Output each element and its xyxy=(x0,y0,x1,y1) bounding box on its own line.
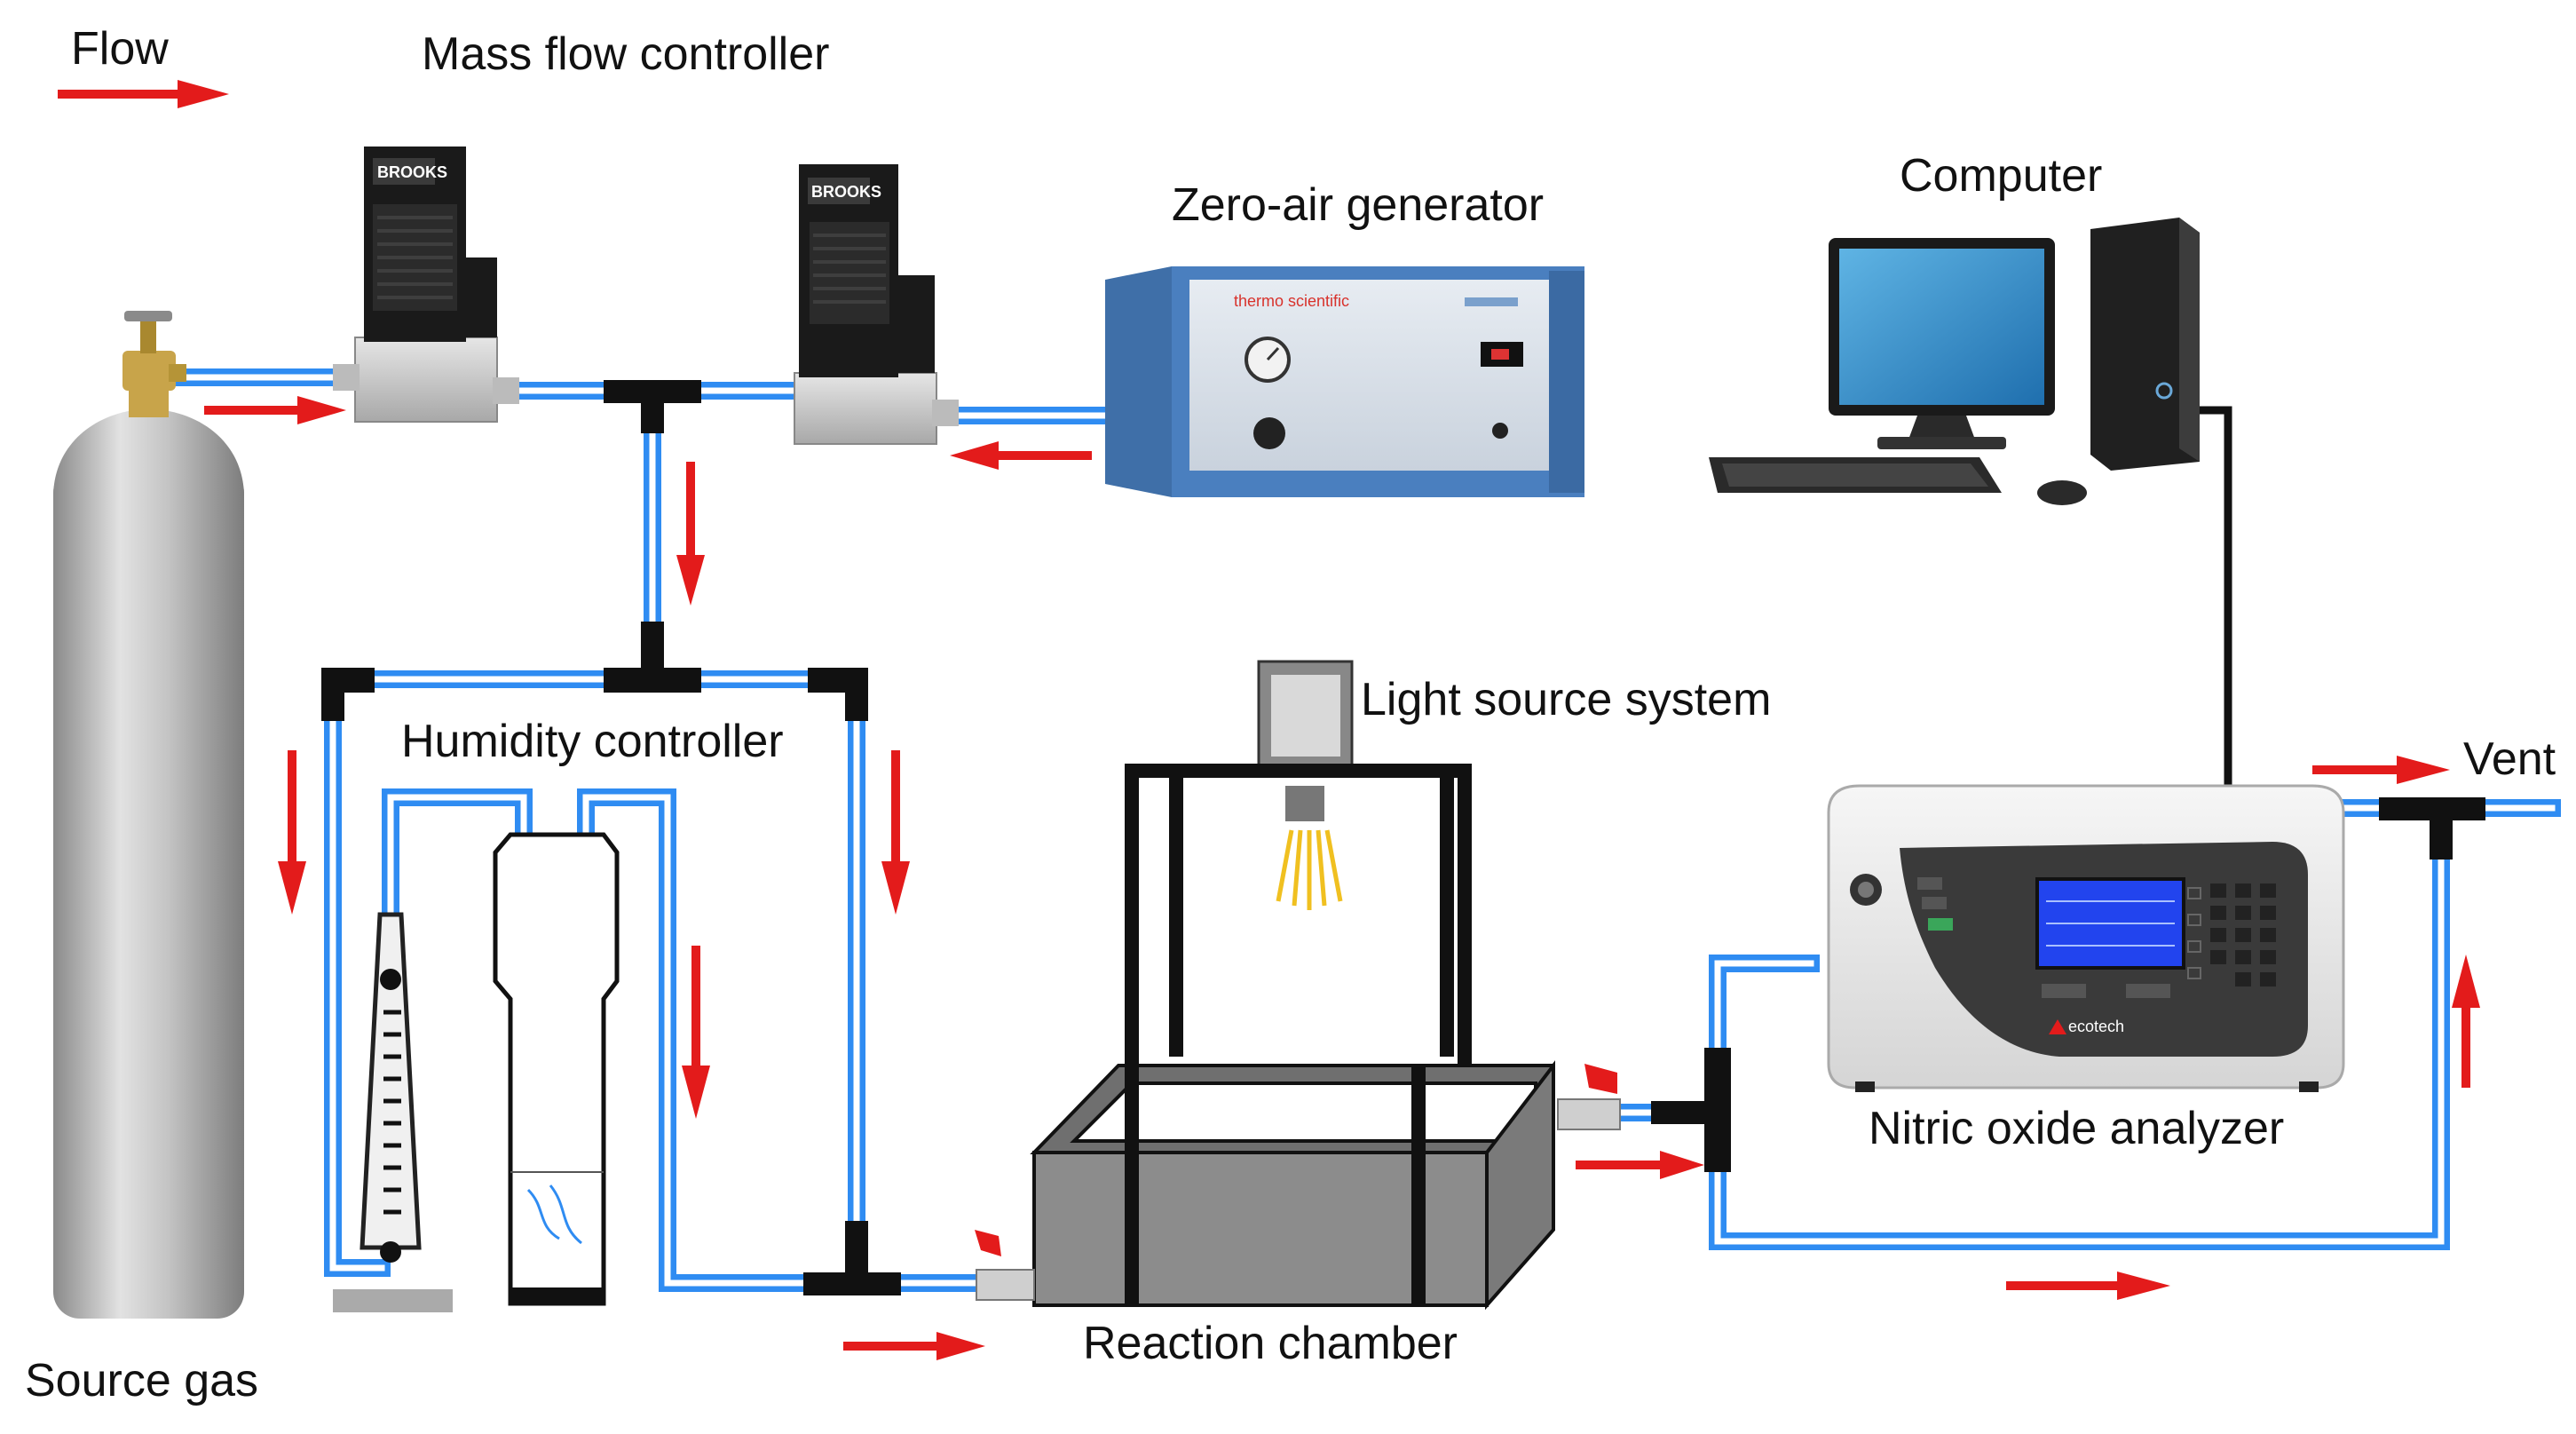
label-mass-flow-controller: Mass flow controller xyxy=(422,28,829,80)
arrow-down-left xyxy=(278,750,306,915)
label-flow: Flow xyxy=(71,23,169,75)
arrow-chamber-out xyxy=(1576,1151,1704,1179)
tubing xyxy=(173,368,2561,1295)
analyzer-icon: ecotech xyxy=(1827,784,2345,1092)
mass-flow-controller-icon: BROOKS xyxy=(794,164,959,445)
mass-flow-controller-icon: BROOKS xyxy=(333,147,519,423)
label-source-gas: Source gas xyxy=(25,1355,258,1406)
label-zero-air-generator: Zero-air generator xyxy=(1172,179,1544,231)
arrow-down-right xyxy=(881,750,910,915)
light-source-system xyxy=(1125,660,1472,1296)
label-light-source-system: Light source system xyxy=(1361,674,1771,725)
label-humidity-controller: Humidity controller xyxy=(401,716,784,767)
arrow-into-chamber xyxy=(843,1332,985,1360)
arrow-legend xyxy=(58,80,229,108)
arrow-zag-to-mfc xyxy=(950,441,1092,470)
analyzer-brand: ecotech xyxy=(2068,1018,2124,1035)
arrow-down-tee xyxy=(676,462,705,606)
mfc2-brand: BROOKS xyxy=(811,183,881,201)
outlet-valve-icon xyxy=(1557,1064,1621,1130)
inlet-valve-icon xyxy=(975,1230,1035,1301)
lamp-icon xyxy=(1257,660,1354,910)
arrow-source-to-mfc xyxy=(204,396,346,424)
reaction-chamber xyxy=(975,1060,1621,1311)
mfc1-brand: BROOKS xyxy=(377,163,447,181)
zero-air-generator-icon: thermo scientific xyxy=(1105,266,1584,497)
arrow-to-vent xyxy=(2312,756,2450,784)
bubbler-bottle-icon xyxy=(493,832,620,1306)
label-reaction-chamber: Reaction chamber xyxy=(1083,1318,1458,1369)
gas-cylinder-icon xyxy=(53,311,244,1319)
humidity-controller xyxy=(333,832,620,1312)
flowmeter-icon xyxy=(333,912,453,1312)
zag-brand: thermo scientific xyxy=(1234,292,1349,310)
desktop-computer-icon xyxy=(1709,218,2200,505)
flow-arrows xyxy=(58,80,2480,1360)
arrow-up-right xyxy=(2452,955,2480,1088)
label-nitric-oxide-analyzer: Nitric oxide analyzer xyxy=(1869,1103,2284,1154)
arrow-down-humid xyxy=(682,946,710,1119)
label-computer: Computer xyxy=(1900,150,2102,202)
arrow-bottom-return xyxy=(2006,1272,2170,1300)
labels: Flow Mass flow controller Zero-air gener… xyxy=(25,23,2556,1406)
label-vent: Vent xyxy=(2463,733,2556,785)
